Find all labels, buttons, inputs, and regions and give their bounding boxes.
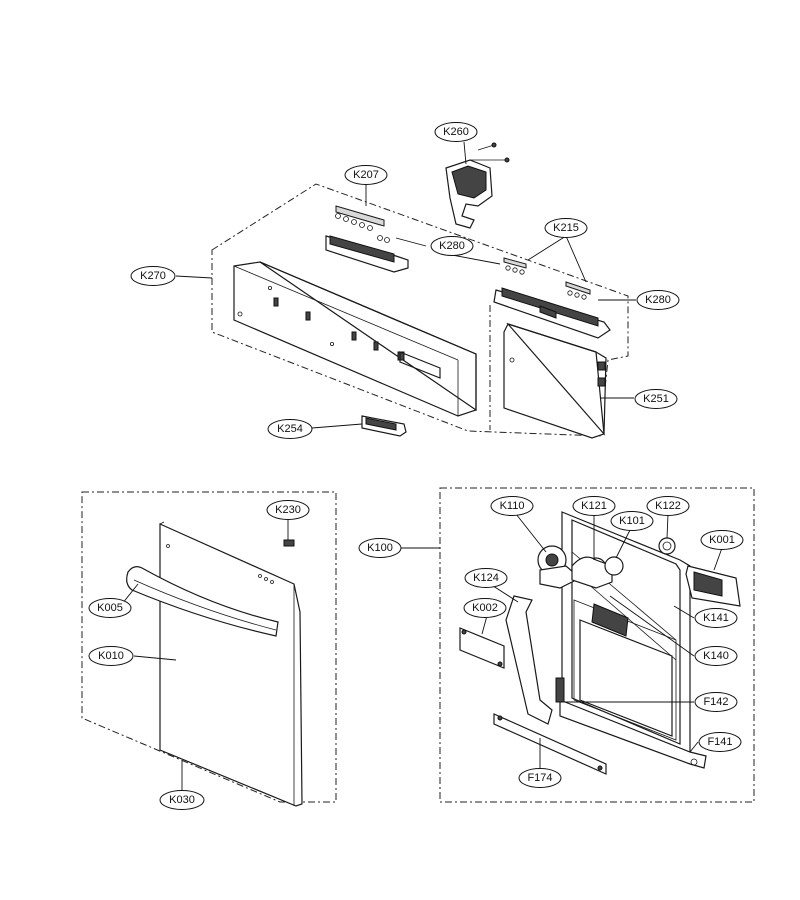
k230-latch <box>283 539 295 547</box>
k124-vent-duct <box>505 595 553 725</box>
svg-text:F141: F141 <box>707 736 732 748</box>
svg-text:K215: K215 <box>553 222 579 234</box>
k251-control-box <box>503 322 607 439</box>
callout-k001: K001 <box>700 530 744 550</box>
k100-inner-door <box>555 511 707 769</box>
callout-k005: K005 <box>88 598 132 618</box>
callout-f141: F141 <box>698 732 742 752</box>
svg-text:F174: F174 <box>527 772 552 784</box>
callout-k280-top: K280 <box>430 236 474 256</box>
k110-detergent-dispenser <box>537 545 582 589</box>
callout-k254: K254 <box>267 419 313 439</box>
svg-text:K001: K001 <box>709 534 735 546</box>
left-button-holder <box>325 235 409 273</box>
door-panel-group-outline <box>81 491 337 803</box>
inner-door-group <box>439 487 755 803</box>
callout-k230: K230 <box>266 500 310 520</box>
svg-text:K101: K101 <box>619 515 645 527</box>
k001-vent-unit <box>685 565 741 607</box>
callout-k280-right: K280 <box>636 290 680 310</box>
svg-text:K141: K141 <box>703 612 729 624</box>
callout-k124: K124 <box>464 568 508 588</box>
svg-text:K124: K124 <box>473 572 499 584</box>
callout-k110: K110 <box>490 496 534 516</box>
svg-text:K030: K030 <box>169 794 195 806</box>
svg-text:K002: K002 <box>472 602 498 614</box>
callout-k260: K260 <box>434 122 478 142</box>
svg-text:K251: K251 <box>643 393 669 405</box>
k215-button-strips <box>503 257 591 300</box>
k122-gasket <box>658 537 676 555</box>
callout-k121: K121 <box>572 496 616 516</box>
callout-k100: K100 <box>358 538 402 558</box>
svg-text:K100: K100 <box>367 542 393 554</box>
k270-control-panel <box>233 261 477 417</box>
k010-door-panel <box>159 521 303 807</box>
callout-k251: K251 <box>634 389 678 409</box>
svg-text:K280: K280 <box>439 240 465 252</box>
k254-connector <box>361 415 407 437</box>
callout-k215: K215 <box>544 218 588 238</box>
k002-seal-plate <box>459 627 505 669</box>
svg-text:K140: K140 <box>703 650 729 662</box>
callout-k141: K141 <box>694 608 738 628</box>
inner-door-group-outline <box>439 487 755 803</box>
k005-handle <box>126 566 279 637</box>
right-button-holder <box>493 287 611 339</box>
callout-k030: K030 <box>159 790 205 810</box>
callout-k101: K101 <box>610 511 654 531</box>
svg-text:K010: K010 <box>98 650 124 662</box>
k207-button-strip <box>335 205 385 231</box>
f174-lower-trim <box>493 713 607 775</box>
svg-text:K260: K260 <box>443 126 469 138</box>
svg-text:K005: K005 <box>97 602 123 614</box>
control-panel-group <box>211 142 629 439</box>
svg-text:K207: K207 <box>353 169 379 181</box>
callout-k140: K140 <box>694 646 738 666</box>
svg-text:K122: K122 <box>655 500 681 512</box>
k260-door-switch <box>445 142 510 229</box>
k101-dispenser-housing <box>571 556 624 589</box>
callout-k207: K207 <box>344 165 388 185</box>
callout-k010: K010 <box>88 646 134 666</box>
callout-f142: F142 <box>694 692 738 712</box>
callout-k122: K122 <box>646 496 690 516</box>
callout-k002: K002 <box>463 598 507 618</box>
door-panel-group <box>81 491 337 807</box>
callout-labels: K260 K207 K215 K280 K280 K270 K251 K254 <box>88 122 744 810</box>
control-panel-group-outline <box>211 183 629 437</box>
svg-text:K254: K254 <box>277 423 303 435</box>
callout-f174: F174 <box>518 768 562 788</box>
svg-text:F142: F142 <box>703 696 728 708</box>
svg-text:K280: K280 <box>645 294 671 306</box>
svg-text:K230: K230 <box>275 504 301 516</box>
svg-text:K110: K110 <box>500 500 525 512</box>
svg-text:K270: K270 <box>140 270 166 282</box>
svg-text:K121: K121 <box>581 500 607 512</box>
callout-k270: K270 <box>130 266 176 286</box>
